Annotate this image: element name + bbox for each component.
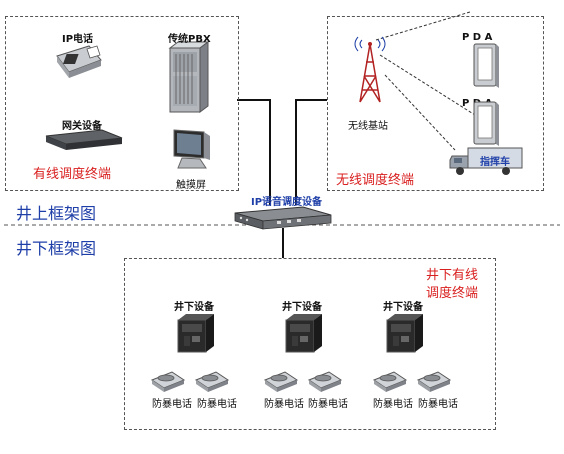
underground-device-3-icon: [386, 314, 423, 353]
ip-dispatch-device-icon: [234, 206, 332, 230]
phone-3b-label: 防暴电话: [418, 399, 458, 410]
underground-frame-label: 井下框架图: [16, 239, 97, 258]
underground-caption-line2: 调度终端: [426, 286, 479, 301]
link-wireless-terminals: [295, 99, 327, 205]
radio-link-pda2: [379, 54, 476, 116]
pda-2-icon: [473, 101, 499, 146]
pda1-label: P D A: [462, 32, 493, 43]
base-station-label: 无线基站: [348, 121, 388, 132]
phone-2b-label: 防暴电话: [308, 399, 348, 410]
surface-frame-label: 井上框架图: [16, 204, 97, 223]
command-vehicle-icon: [449, 147, 523, 175]
wired-terminal-box: [5, 16, 239, 191]
wireless-terminal-caption: 无线调度终端: [336, 173, 415, 188]
gateway-label: 网关设备: [62, 121, 102, 132]
gateway-device-icon: [45, 129, 123, 150]
explosion-proof-phone-3a-icon: [372, 371, 408, 392]
vehicle-label: 指挥车: [480, 157, 510, 168]
underground-device-1-icon: [177, 314, 214, 353]
explosion-proof-phone-3b-icon: [416, 371, 452, 392]
wireless-terminal-box: [327, 16, 544, 191]
pda-1-icon: [473, 43, 499, 88]
underground-device-3-label: 井下设备: [383, 302, 423, 313]
pbx-cabinet-icon: [168, 41, 210, 113]
phone-3a-label: 防暴电话: [373, 399, 413, 410]
link-wired-terminals: [237, 99, 271, 205]
wired-terminal-caption: 有线调度终端: [33, 167, 112, 182]
touchscreen-label: 触摸屏: [176, 180, 206, 191]
phone-1a-label: 防暴电话: [152, 399, 192, 410]
underground-caption-line1: 井下有线: [426, 268, 479, 283]
touchscreen-icon: [173, 129, 210, 169]
explosion-proof-phone-1a-icon: [150, 371, 186, 392]
ip-phone-icon: [56, 45, 102, 78]
phone-2a-label: 防暴电话: [264, 399, 304, 410]
radio-link-vehicle: [384, 74, 456, 151]
underground-terminal-box: [124, 258, 496, 430]
explosion-proof-phone-2b-icon: [307, 371, 343, 392]
underground-device-2-label: 井下设备: [282, 302, 322, 313]
underground-device-1-label: 井下设备: [174, 302, 214, 313]
pbx-label: 传统PBX: [168, 34, 211, 45]
ip-phone-label: IP电话: [62, 34, 94, 45]
underground-device-2-icon: [285, 314, 322, 353]
ip-dispatch-device-label: IP语音调度设备: [251, 197, 323, 208]
explosion-proof-phone-2a-icon: [263, 371, 299, 392]
explosion-proof-phone-1b-icon: [194, 371, 230, 392]
phone-1b-label: 防暴电话: [197, 399, 237, 410]
base-station-tower-icon: [354, 36, 386, 103]
